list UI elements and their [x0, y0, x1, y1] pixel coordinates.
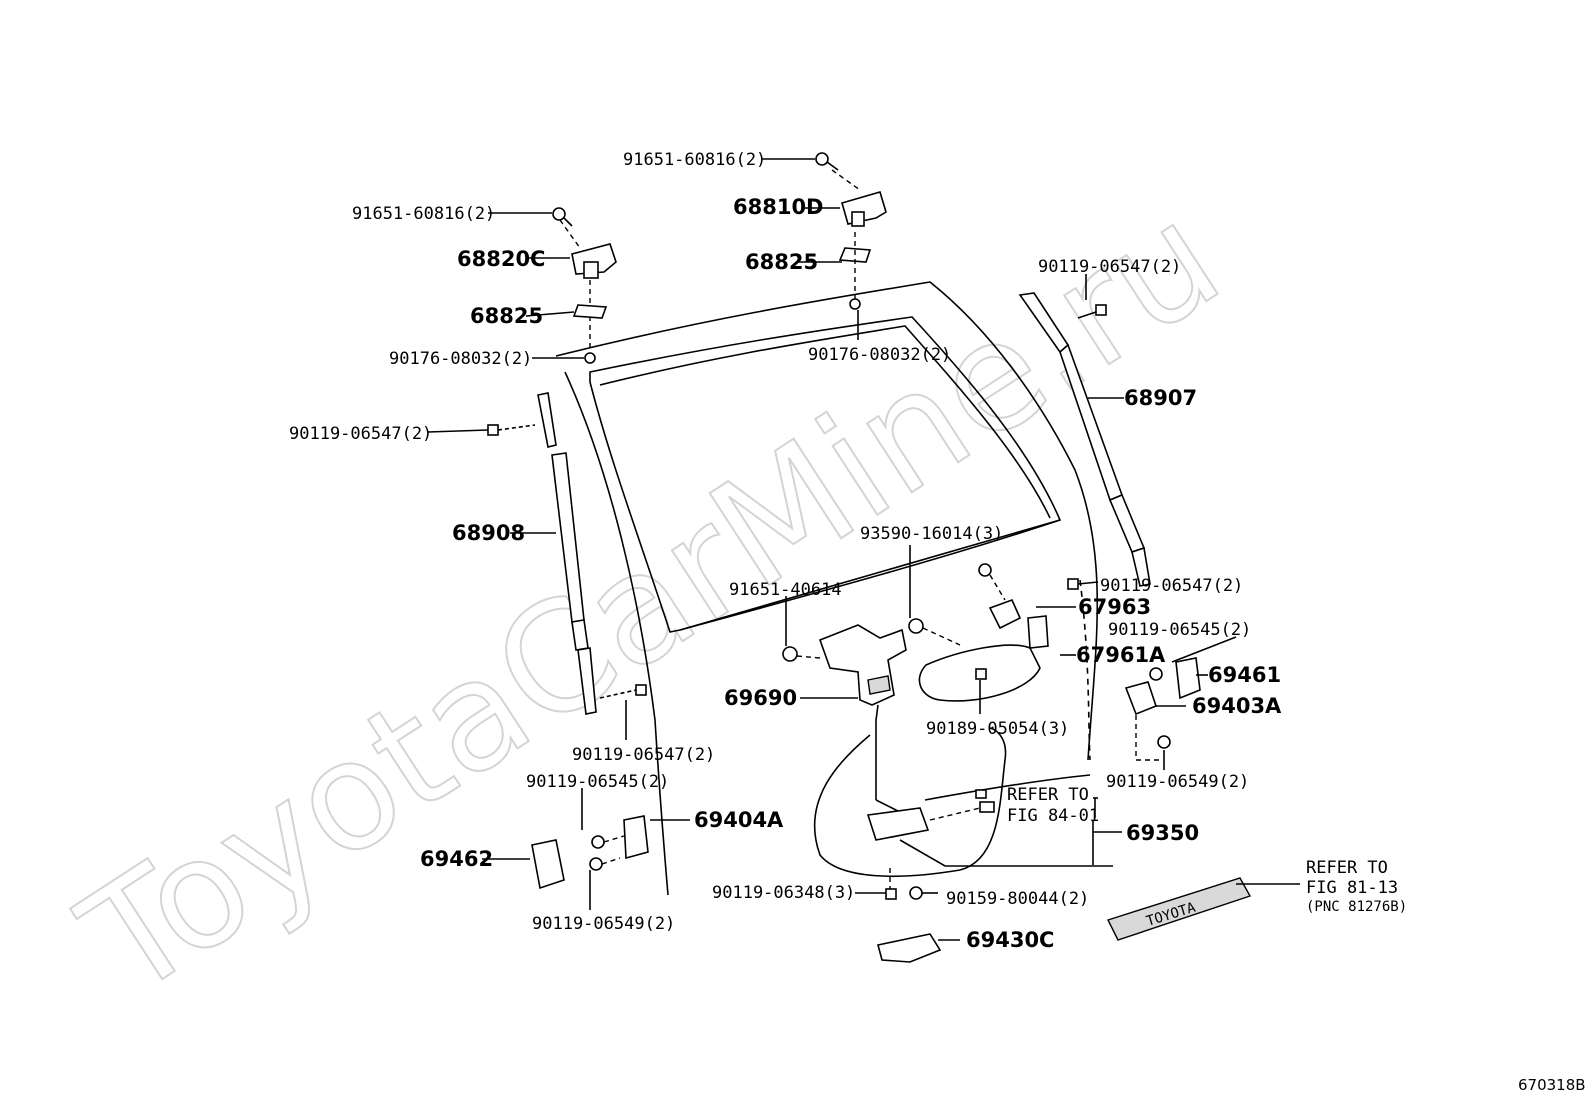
label-69404A: 69404A: [694, 808, 784, 832]
label-90119-06547-l-top: 90119-06547(2): [289, 424, 432, 444]
bolt-top-r: [815, 152, 839, 171]
label-90119-06545-r: 90119-06545(2): [1108, 620, 1251, 640]
cushion-69462: [531, 835, 625, 890]
label-91651-60816-l: 91651-60816(2): [352, 204, 495, 224]
bracket-67963: [978, 563, 1022, 630]
label-90176-08032-l: 90176-08032(2): [389, 349, 532, 369]
label-90119-06547-l-bottom: 90119-06547(2): [572, 745, 715, 765]
hinge-68820C: [559, 219, 617, 350]
label-91651-60816-r: 91651-60816(2): [623, 150, 766, 170]
leader-lines: [427, 158, 1300, 941]
label-refer-to-1: REFER TO: [1007, 785, 1089, 805]
label-68825-l: 68825: [470, 304, 543, 328]
bolt-lock-91651: [782, 646, 821, 662]
striker-69403A: [1124, 681, 1171, 761]
stud-l-bottom: [599, 684, 647, 699]
cover-69430C: [877, 933, 942, 963]
label-91651-40614: 91651-40614: [729, 580, 842, 600]
striker-69404A: [623, 815, 649, 860]
bolt-lock-93590: [908, 618, 961, 646]
label-90119-06547-r-top: 90119-06547(2): [1038, 257, 1181, 277]
cushion-69461: [1149, 657, 1201, 700]
label-90119-06348: 90119-06348(3): [712, 883, 855, 903]
label-fig-81-13: FIG 81-13: [1306, 878, 1398, 898]
lock-assembly-69690: [818, 624, 907, 813]
label-69690: 69690: [724, 686, 797, 710]
label-90119-06549-r: 90119-06549(2): [1106, 772, 1249, 792]
clip-90189: [975, 668, 987, 680]
label-69403A: 69403A: [1192, 694, 1282, 718]
label-68825-r: 68825: [745, 250, 818, 274]
nut-r: [849, 298, 861, 310]
screw-80044: [909, 886, 923, 900]
shim-68825-l: [572, 304, 608, 319]
label-90159-80044: 90159-80044(2): [946, 889, 1089, 909]
label-90119-06549-l: 90119-06549(2): [532, 914, 675, 934]
label-69430C: 69430C: [966, 928, 1054, 952]
bolt-06348: [885, 868, 897, 900]
label-68908: 68908: [452, 521, 525, 545]
handle-67961A: [918, 615, 1049, 702]
stay-68907: [1018, 292, 1151, 587]
label-90189-05054: 90189-05054(3): [926, 719, 1069, 739]
label-68810D: 68810D: [733, 195, 824, 219]
label-pnc: (PNC 81276B): [1306, 899, 1407, 915]
label-69350: 69350: [1126, 821, 1199, 845]
label-90176-08032-r: 90176-08032(2): [808, 345, 951, 365]
label-90119-06547-r-bottom: 90119-06547(2): [1100, 576, 1243, 596]
label-69462: 69462: [420, 847, 493, 871]
label-67961A: 67961A: [1076, 643, 1166, 667]
nut-l: [584, 352, 596, 364]
back-door-outline: [555, 281, 1099, 896]
figure-code: 670318B: [1518, 1076, 1586, 1094]
stay-68908: [537, 392, 597, 715]
label-67963: 67963: [1078, 595, 1151, 619]
stud-r-top: [1077, 304, 1107, 319]
cable: [813, 727, 1007, 878]
label-93590-16014: 93590-16014(3): [860, 524, 1003, 544]
emblem-toyota: TOYOTA: [1107, 877, 1252, 941]
label-fig-84-01: FIG 84-01: [1007, 806, 1099, 826]
label-68907: 68907: [1124, 386, 1197, 410]
label-68820C: 68820C: [457, 247, 545, 271]
label-90119-06545-l: 90119-06545(2): [526, 772, 669, 792]
outside-handle-69350: [866, 789, 1113, 867]
stud-l-top: [487, 424, 536, 436]
hinge-68810D: [831, 169, 887, 227]
label-69461: 69461: [1208, 663, 1281, 687]
stud-r-bottom: [1067, 578, 1099, 590]
label-refer-to-2: REFER TO: [1306, 858, 1388, 878]
shim-68825-r: [838, 232, 872, 300]
bolt-top-l: [552, 207, 573, 227]
